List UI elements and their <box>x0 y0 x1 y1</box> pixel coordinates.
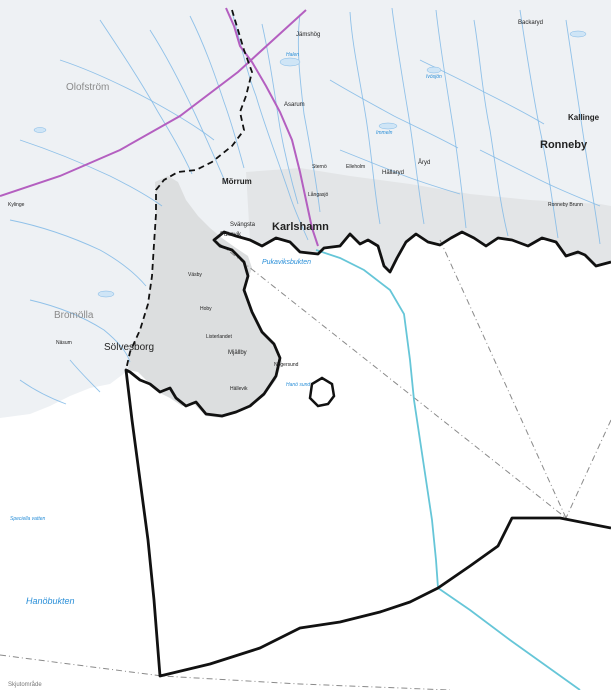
place-morrum: Mörrum <box>222 177 252 186</box>
place-nasum: Näsum <box>56 340 72 346</box>
place-hoby: Hoby <box>200 306 212 312</box>
municipal-border-dashed <box>125 9 253 371</box>
boundary-bold <box>124 230 611 678</box>
place-asarum: Asarum <box>284 102 305 108</box>
place-elleholm: Elleholm <box>346 164 365 170</box>
water-lake-ivosjon: Ivösjön <box>426 74 442 80</box>
place-sterno: Sternö <box>312 164 327 170</box>
place-karlshamn: Karlshamn <box>272 221 329 233</box>
footer-area-label: Skjutområde <box>8 681 42 688</box>
place-jamshog: Jämshög <box>296 32 320 38</box>
place-mjallby: Mjällby <box>228 350 247 356</box>
place-langasjo: Långasjö <box>308 191 329 198</box>
water-lake-immeln: Immeln <box>376 130 393 136</box>
water-speciella-vatten: Speciella vatten <box>10 516 46 522</box>
place-listerlandet: Listerlandet <box>206 334 232 340</box>
fairway-line <box>315 249 581 690</box>
river-network <box>9 7 601 405</box>
municipality-solvesborg <box>128 176 282 418</box>
place-hallevik: Hällevik <box>230 386 248 392</box>
place-ronneby: Ronneby <box>540 139 588 151</box>
water-hano-sund: Hanö sund <box>286 382 310 388</box>
region-label-bromolla: Bromölla <box>54 310 94 321</box>
place-backaryd: Backaryd <box>518 20 543 26</box>
place-svangsta: Svängsta <box>230 222 256 228</box>
sight-lines <box>0 239 611 690</box>
water-lake-halen: Halen <box>286 52 299 58</box>
main-road <box>0 7 319 247</box>
place-pukavik: Pukavik <box>220 232 242 238</box>
region-label-olofstrom: Olofström <box>66 82 109 93</box>
place-kallinge: Kallinge <box>568 113 600 122</box>
place-nogersund: Nogersund <box>274 362 299 368</box>
place-aryd: Åryd <box>418 159 430 166</box>
water-pukaviksbukten: Pukaviksbukten <box>262 259 311 266</box>
water-hanobukten: Hanöbukten <box>26 596 75 606</box>
place-hallaryd: Hällaryd <box>382 170 404 176</box>
lakes <box>33 30 587 298</box>
place-vasby: Väsby <box>188 272 202 278</box>
place-ronneby-brunn: Ronneby Brunn <box>548 202 583 208</box>
place-kylinge: Kylinge <box>8 202 25 208</box>
island-tarnö <box>308 376 336 408</box>
place-solvesborg: Sölvesborg <box>104 342 154 353</box>
